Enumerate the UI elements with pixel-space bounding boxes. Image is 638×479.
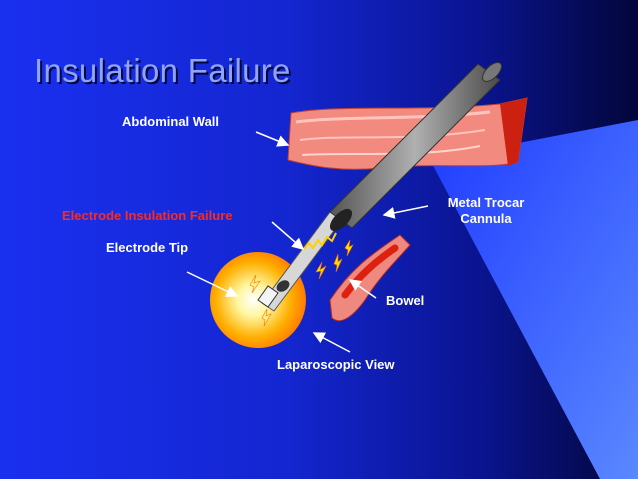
trocar-label-line1: Metal Trocar (447, 195, 525, 210)
trocar-label-line2: Cannula (460, 211, 512, 226)
trocar-cannula (329, 62, 502, 232)
electrode-tip-label: Electrode Tip (106, 240, 189, 255)
pointer-arrows (186, 131, 429, 353)
insulation-failure-spark (302, 232, 337, 251)
laparoscopic-view-label: Laparoscopic View (277, 357, 395, 372)
slide-title: Insulation Failure (34, 52, 291, 89)
abdominal-wall (287, 97, 528, 170)
spark-icon (249, 239, 354, 327)
abdominal-wall-label: Abdominal Wall (122, 114, 220, 129)
trocar-cannula-label: Metal Trocar Cannula (434, 195, 538, 227)
insulation-failure-label: Electrode Insulation Failure (62, 208, 233, 223)
bowel-label: Bowel (386, 293, 425, 308)
